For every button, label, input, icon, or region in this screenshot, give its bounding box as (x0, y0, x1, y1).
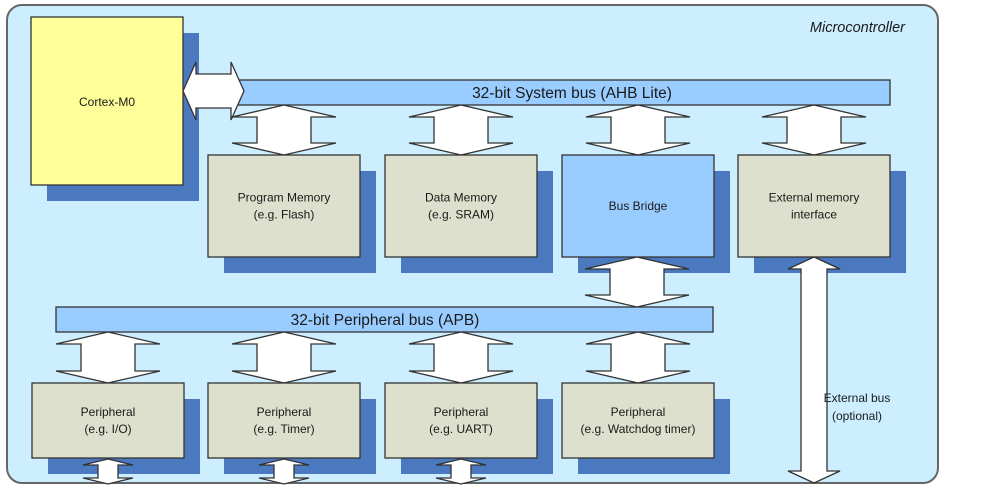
peripheral-blocks: Peripheral (e.g. I/O) Peripheral (e.g. Time… (31, 331, 730, 485)
data-memory-box (384, 154, 538, 258)
peripheral-timer-box (207, 382, 361, 459)
external-memory-interface-label-line: External memory (769, 191, 860, 205)
system-blocks: Program Memory (e.g. Flash) Data Memory (e.… (207, 104, 906, 273)
cpu-bus-double-arrow (182, 61, 245, 121)
peripheral-io-label-line: (e.g. I/O) (84, 422, 131, 436)
cortex-m0-label: Cortex-M0 (79, 95, 135, 109)
peripheral-timer: Peripheral (e.g. Timer) (207, 382, 376, 474)
peripheral-watchdog-label-line: Peripheral (611, 405, 666, 419)
peripheral-io-box (31, 382, 185, 459)
program-memory-label-line: Program Memory (238, 191, 331, 205)
peripheral-uart: Peripheral (e.g. UART) (384, 382, 553, 474)
peripheral-timer-external-arrow (258, 458, 310, 485)
cortex-m0-box (30, 16, 184, 186)
external-memory-interface-label-line: interface (791, 208, 837, 222)
external-bus-label: External bus (824, 391, 891, 405)
program-memory-box (207, 154, 361, 258)
external-bus-optional-label: (optional) (832, 409, 882, 423)
peripheral-timer-label-line: Peripheral (257, 405, 312, 419)
external-memory-interface: External memory interface (737, 154, 906, 273)
peripheral-uart-label-line: (e.g. UART) (429, 422, 493, 436)
peripheral-uart-label-line: Peripheral (434, 405, 489, 419)
data-memory-label-line: Data Memory (425, 191, 497, 205)
system-bus-label: 32-bit System bus (AHB Lite) (472, 85, 672, 102)
microcontroller-title: Microcontroller (810, 20, 906, 36)
peripheral-watchdog-box (561, 382, 715, 459)
peripheral-watchdog: Peripheral (e.g. Watchdog timer) (561, 382, 730, 474)
cortex-m0-block: Cortex-M0 (30, 16, 199, 201)
peripheral-io-label-line: Peripheral (81, 405, 136, 419)
peripheral-io: Peripheral (e.g. I/O) (31, 382, 200, 474)
peripheral-bus-bar (55, 306, 714, 333)
peripheral-bus: 32-bit Peripheral bus (APB) (55, 306, 714, 333)
peripheral-uart-box (384, 382, 538, 459)
bus-bridge-label-line: Bus Bridge (609, 199, 668, 213)
program-memory: Program Memory (e.g. Flash) (207, 154, 376, 273)
bus-bridge-box (561, 154, 715, 258)
data-memory: Data Memory (e.g. SRAM) (384, 154, 553, 273)
data-memory-label-line: (e.g. SRAM) (428, 208, 494, 222)
bridge-peripheral-bus-double-arrow (584, 256, 690, 308)
peripheral-uart-external-arrow (435, 458, 487, 485)
external-memory-interface-box (737, 154, 891, 258)
peripheral-watchdog-label-line: (e.g. Watchdog timer) (581, 422, 696, 436)
program-memory-label-line: (e.g. Flash) (254, 208, 315, 222)
peripheral-io-external-arrow (82, 458, 134, 485)
peripheral-timer-label-line: (e.g. Timer) (253, 422, 314, 436)
peripheral-bus-label: 32-bit Peripheral bus (APB) (291, 312, 480, 329)
external-bus-double-arrow (787, 256, 841, 484)
system-bus: 32-bit System bus (AHB Lite) (229, 79, 891, 106)
bus-bridge: Bus Bridge (561, 154, 730, 273)
